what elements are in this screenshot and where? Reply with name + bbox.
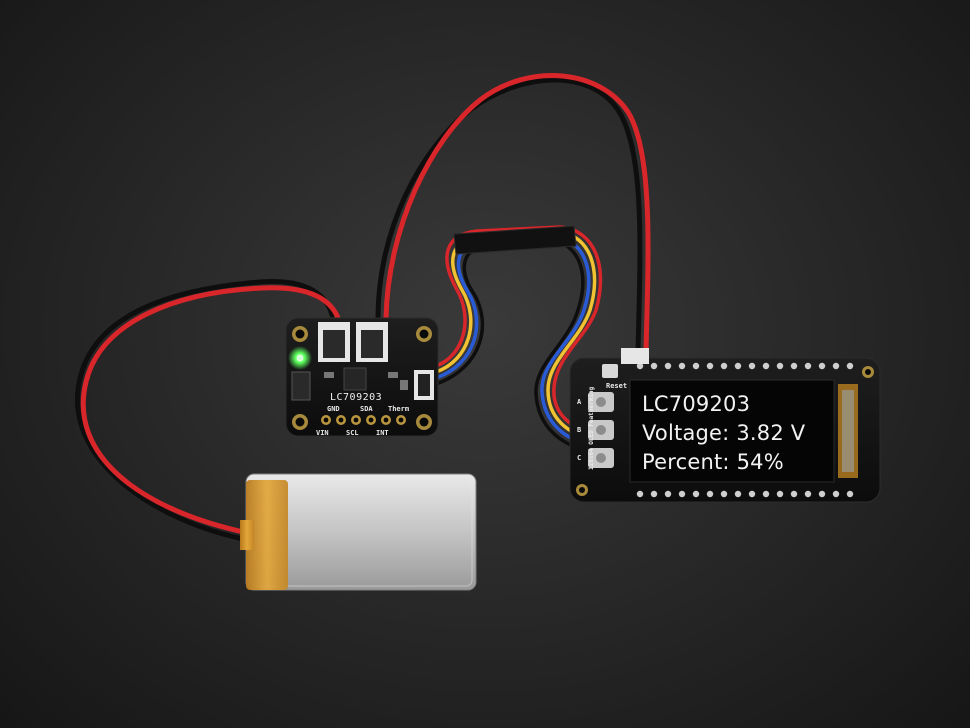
header-pin bbox=[678, 362, 686, 370]
header-pin bbox=[636, 490, 644, 498]
oled-line-title: LC709203 bbox=[642, 392, 751, 416]
header-pin bbox=[776, 362, 784, 370]
header-pin bbox=[776, 490, 784, 498]
header-pin bbox=[664, 362, 672, 370]
pin-label-scl: SCL bbox=[346, 429, 359, 437]
oled-line-percent: Percent: 54% bbox=[642, 450, 784, 474]
pin-label-sda: SDA bbox=[360, 405, 373, 413]
header-pin bbox=[636, 362, 644, 370]
featherwing-side-label: 128x64 OLED FeatherWing bbox=[588, 386, 595, 470]
header-pin bbox=[804, 490, 812, 498]
pin-label-gnd: GND bbox=[327, 405, 340, 413]
header-pin bbox=[846, 490, 854, 498]
header-pin bbox=[748, 362, 756, 370]
battery-cable bbox=[74, 279, 341, 543]
pin-label-int: INT bbox=[376, 429, 389, 437]
header-pin bbox=[762, 362, 770, 370]
header-pin bbox=[790, 490, 798, 498]
header-pin bbox=[678, 490, 686, 498]
button-b-label: B bbox=[577, 426, 582, 434]
pin-label-vin: VIN bbox=[316, 429, 329, 437]
heat-shrink bbox=[453, 225, 577, 255]
oled-line-voltage: Voltage: 3.82 V bbox=[642, 421, 806, 445]
header-pin bbox=[706, 490, 714, 498]
header-pin bbox=[692, 362, 700, 370]
header-pin bbox=[650, 490, 658, 498]
header-pin bbox=[650, 362, 658, 370]
header-pin bbox=[692, 490, 700, 498]
header-pin bbox=[762, 490, 770, 498]
header-pin bbox=[720, 490, 728, 498]
header-pin bbox=[706, 362, 714, 370]
header-pin bbox=[846, 362, 854, 370]
button-a-label: A bbox=[577, 398, 582, 406]
header-pin bbox=[734, 490, 742, 498]
lipo-battery bbox=[240, 473, 477, 591]
header-pin bbox=[804, 362, 812, 370]
header-pin bbox=[818, 362, 826, 370]
chip-label: LC709203 bbox=[330, 392, 383, 403]
power-cable bbox=[375, 73, 651, 355]
header-pin bbox=[734, 362, 742, 370]
header-pin bbox=[832, 490, 840, 498]
header-pin bbox=[818, 490, 826, 498]
header-pin bbox=[720, 362, 728, 370]
lc709203-breakout-board bbox=[285, 317, 439, 437]
oled-featherwing bbox=[569, 348, 881, 503]
pin-label-therm: Therm bbox=[388, 405, 410, 413]
reset-label: Reset bbox=[606, 382, 628, 390]
header-pin bbox=[790, 362, 798, 370]
header-pin bbox=[832, 362, 840, 370]
header-pin bbox=[664, 490, 672, 498]
button-c-label: C bbox=[577, 454, 582, 462]
stemma-qt-cable bbox=[434, 225, 603, 452]
header-pin bbox=[748, 490, 756, 498]
